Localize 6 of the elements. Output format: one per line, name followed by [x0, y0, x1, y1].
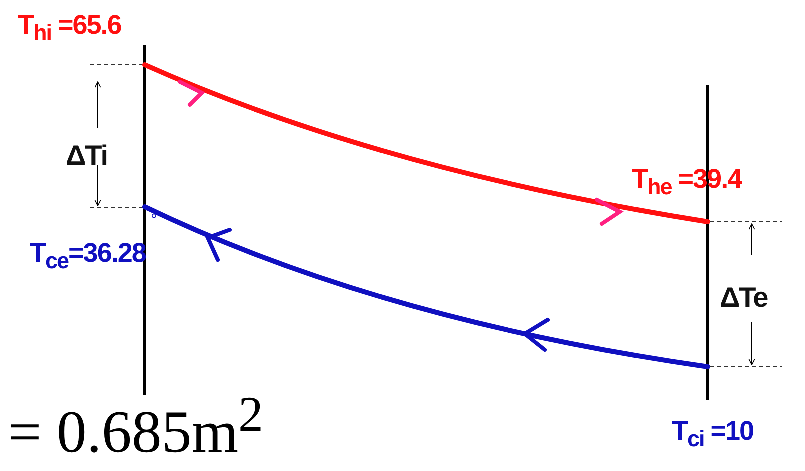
temperature-label: T$_{ci}$ =10 — [672, 416, 754, 452]
difference-label: ΔTe — [720, 282, 768, 314]
degree-mark: ° — [151, 212, 156, 230]
temperature-label: T$_{hi}$ =65.6 — [18, 10, 122, 46]
formula-text: = 0.685m$^{2}$ — [8, 385, 264, 467]
difference-label: ΔTi — [66, 140, 108, 172]
